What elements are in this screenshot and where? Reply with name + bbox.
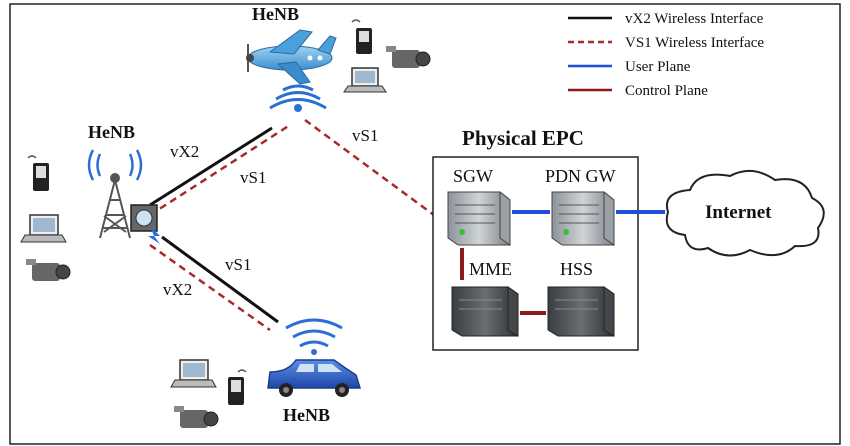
laptop-icon — [20, 214, 67, 243]
camcorder-icon — [26, 259, 71, 281]
tower-wifi-icon — [87, 149, 143, 181]
vs1-upper-right-label: vS1 — [352, 126, 378, 145]
camcorder-icon — [174, 406, 219, 428]
epc-title: Physical EPC — [462, 126, 584, 150]
car-icon — [267, 359, 362, 397]
cell-tower-icon — [99, 173, 131, 239]
henb-top-label: HeNB — [252, 4, 299, 24]
internet-label: Internet — [705, 202, 772, 223]
pdn-gw-label: PDN GW — [545, 166, 616, 186]
vs1-upper-left-label: vS1 — [240, 168, 266, 187]
hss-server-icon — [547, 286, 615, 337]
legend-label-vx2: vX2 Wireless Interface — [625, 11, 764, 27]
mme-label: MME — [469, 259, 512, 279]
sgw-label: SGW — [453, 166, 493, 186]
legend-label-control-plane: Control Plane — [625, 83, 708, 99]
legend-label-vs1: VS1 Wireless Interface — [625, 35, 764, 51]
vx2-link-lower — [149, 243, 271, 332]
cloud-icon — [665, 169, 825, 257]
legend-label-user-plane: User Plane — [625, 59, 691, 75]
phone-icon — [351, 19, 372, 54]
wifi-icon — [269, 84, 327, 112]
vs1-link-lower — [161, 235, 279, 324]
wifi-icon — [285, 318, 343, 355]
henb-left-label: HeNB — [88, 122, 135, 142]
mme-server-icon — [451, 286, 519, 337]
sgw-server-icon — [447, 190, 511, 246]
henb-bottom-label: HeNB — [283, 405, 330, 425]
outer-frame — [9, 3, 841, 445]
hss-label: HSS — [560, 259, 593, 279]
camcorder-icon — [386, 46, 431, 68]
henb-box-icon — [130, 204, 160, 244]
vx2-upper-label: vX2 — [170, 142, 199, 161]
pdn-gw-server-icon — [551, 190, 615, 246]
vs1-link-upper-left — [149, 123, 291, 217]
laptop-icon — [343, 67, 387, 93]
airplane-icon — [246, 29, 337, 85]
phone-icon — [27, 155, 49, 191]
vx2-link-upper — [149, 126, 273, 207]
vx2-lower-label: vX2 — [163, 280, 192, 299]
phone-icon — [228, 369, 247, 405]
legend: vX2 Wireless Interface VS1 Wireless Inte… — [568, 11, 764, 99]
vs1-link-upper-right — [304, 118, 439, 220]
laptop-icon — [170, 359, 217, 388]
vs1-lower-label: vS1 — [225, 255, 251, 274]
